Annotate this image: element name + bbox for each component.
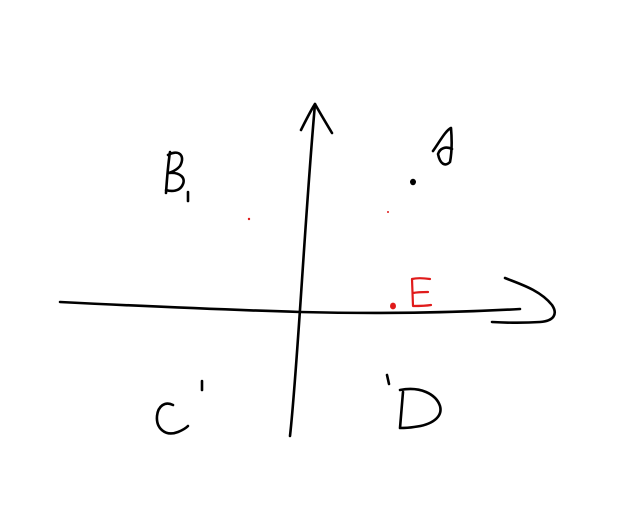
y-axis-line — [288, 102, 317, 438]
stray-speck — [387, 211, 389, 213]
point-a-letter-glyph — [431, 126, 454, 166]
stray-speck — [247, 217, 251, 221]
x-axis-arrowhead — [490, 276, 556, 325]
point-e — [390, 277, 433, 310]
point-c — [155, 379, 204, 435]
point-b — [164, 150, 190, 203]
point-e-marker — [390, 302, 396, 310]
point-d — [385, 373, 442, 430]
point-a-marker — [410, 178, 416, 186]
point-b-letter-glyph — [164, 150, 185, 195]
point-d-letter-glyph — [398, 387, 442, 430]
y-axis-arrowhead — [299, 102, 334, 135]
point-c-letter-glyph — [155, 402, 190, 435]
point-d-marker — [385, 373, 391, 386]
point-e-letter-glyph — [410, 277, 433, 308]
x-axis — [58, 276, 556, 325]
x-axis-line — [58, 300, 522, 315]
y-axis — [288, 102, 334, 438]
point-a — [410, 126, 454, 186]
